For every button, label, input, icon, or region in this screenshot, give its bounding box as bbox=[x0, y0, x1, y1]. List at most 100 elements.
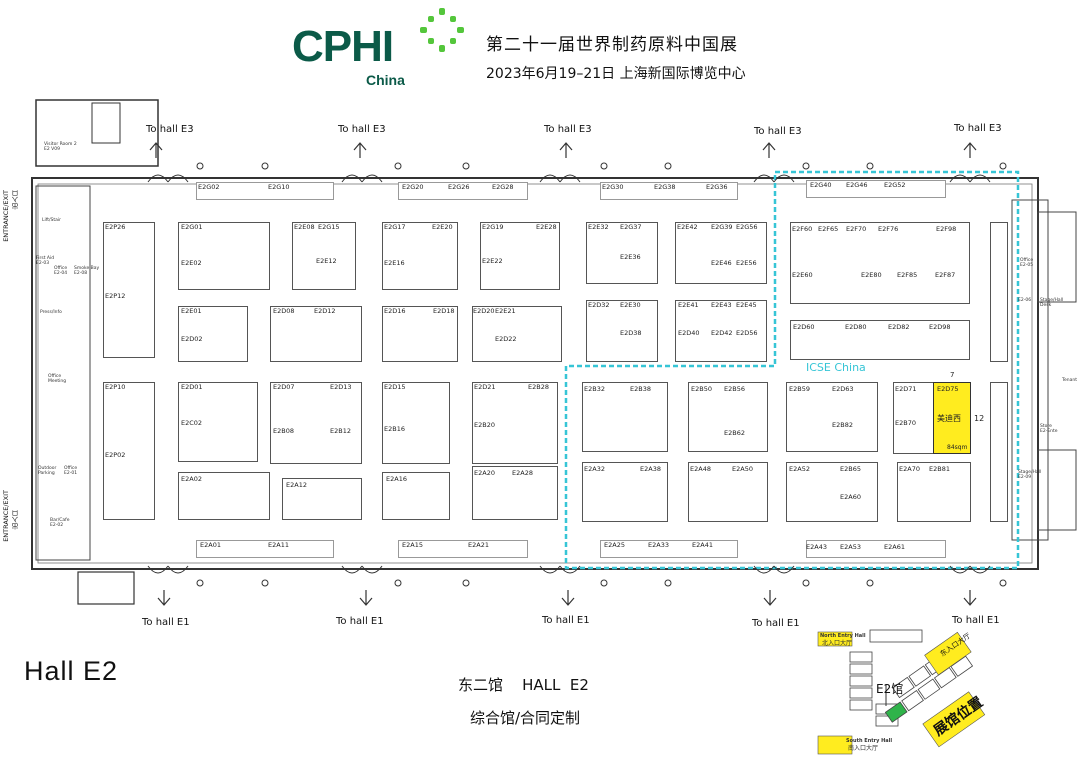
service-label: Bar/Cafe E2-02 bbox=[50, 518, 70, 528]
booth-label: E2A53 bbox=[840, 543, 861, 551]
booth-label: E2D21 bbox=[474, 383, 496, 391]
booth-label: E2A52 bbox=[789, 465, 810, 473]
service-label: Stage/Hall Desk bbox=[1040, 298, 1064, 308]
booth-label: E2P12 bbox=[105, 292, 126, 300]
booth-label: E2G30 bbox=[602, 183, 624, 191]
booth bbox=[270, 382, 362, 464]
booth-label: E2E12 bbox=[316, 257, 337, 265]
booth-label: E2F76 bbox=[878, 225, 899, 233]
to-hall-e1-label: To hall E1 bbox=[542, 615, 590, 626]
booth-label: E2G38 bbox=[654, 183, 676, 191]
booth-label: E2G52 bbox=[884, 181, 906, 189]
booth-label: E2D22 bbox=[495, 335, 517, 343]
booth-label: E2E20 bbox=[432, 223, 453, 231]
logo-cphi: CPHI bbox=[292, 22, 394, 71]
service-label: Office E2-01 bbox=[64, 466, 78, 476]
booth bbox=[990, 382, 1008, 522]
booth-label: E2B12 bbox=[330, 427, 351, 435]
booth bbox=[786, 462, 878, 522]
footer-category-line: 综合馆/合同定制 bbox=[470, 709, 581, 727]
booth-label: E2G17 bbox=[384, 223, 406, 231]
booth bbox=[675, 300, 767, 362]
booth-strip bbox=[196, 182, 334, 200]
booth bbox=[897, 462, 971, 522]
booth-strip bbox=[600, 540, 738, 558]
booth-label: E2D38 bbox=[620, 329, 642, 337]
booth-label: E2B20 bbox=[474, 421, 495, 429]
booth-label: E2A50 bbox=[732, 465, 753, 473]
booth-label: E2F60 bbox=[792, 225, 813, 233]
booth-label: E2E08 bbox=[294, 223, 315, 231]
booth-label: E2D18 bbox=[433, 307, 455, 315]
booth-label: E2G10 bbox=[268, 183, 290, 191]
booth-label: E2P10 bbox=[105, 383, 126, 391]
booth-label: E2B70 bbox=[895, 419, 916, 427]
booth-label: E2G02 bbox=[198, 183, 220, 191]
booth-label: E2B28 bbox=[528, 383, 549, 391]
entrance-exit-cn-label: 出入口 bbox=[12, 190, 20, 210]
booth-label: E2E22 bbox=[482, 257, 503, 265]
booth-label: E2E21 bbox=[495, 307, 516, 315]
booth-label: E2E28 bbox=[536, 223, 557, 231]
service-label: First Aid E2-03 bbox=[36, 256, 55, 266]
booth-label: E2D40 bbox=[678, 329, 700, 337]
booth-label: E2E32 bbox=[588, 223, 609, 231]
icse-zone-label: ICSE China bbox=[806, 361, 866, 374]
booth-label: E2B82 bbox=[832, 421, 853, 429]
booth-label: E2G28 bbox=[492, 183, 514, 191]
booth-label: E2A70 bbox=[899, 465, 920, 473]
booth bbox=[472, 306, 562, 362]
booth bbox=[472, 466, 558, 520]
booth-label: E2A33 bbox=[648, 541, 669, 549]
service-label: Lift/Stair bbox=[42, 218, 62, 223]
highlight-size: 84sqm bbox=[947, 444, 968, 451]
highlight-booth[interactable] bbox=[933, 382, 971, 454]
booth-label: E2D98 bbox=[929, 323, 951, 331]
booth bbox=[582, 382, 668, 452]
grid-row-label: 7 bbox=[950, 371, 955, 379]
booth bbox=[382, 306, 458, 362]
to-hall-e3-label: To hall E3 bbox=[754, 126, 802, 137]
booth-label: E2E56 bbox=[736, 259, 757, 267]
booth-label: E2E46 bbox=[711, 259, 732, 267]
booth bbox=[292, 222, 356, 290]
booth-label: E2A12 bbox=[286, 481, 307, 489]
booth bbox=[382, 472, 450, 520]
booth-label: E2D08 bbox=[273, 307, 295, 315]
booth-label: E2F85 bbox=[897, 271, 918, 279]
exhibition-date-venue: 2023年6月19–21日 上海新国际博览中心 bbox=[486, 66, 746, 82]
minimap-south-cn: 南入口大厅 bbox=[848, 745, 879, 752]
booth-label: E2B32 bbox=[584, 385, 605, 393]
minimap-north-cn: 北入口大厅 bbox=[822, 640, 853, 647]
footer-hall-line: 东二馆 HALL E2 bbox=[458, 676, 589, 694]
minimap-south-hall: South Entry Hall bbox=[846, 738, 893, 744]
booth-label: E2B38 bbox=[630, 385, 651, 393]
booth bbox=[270, 306, 362, 362]
highlight-company: 美迪西 bbox=[937, 414, 961, 423]
booth-label: E2D56 bbox=[736, 329, 758, 337]
logo-china: China bbox=[366, 72, 405, 88]
booth-label: E2A02 bbox=[181, 475, 202, 483]
booth-label: E2A32 bbox=[584, 465, 605, 473]
booth-strip bbox=[398, 540, 528, 558]
booth-label: E2E80 bbox=[861, 271, 882, 279]
booth-label: E2D15 bbox=[384, 383, 406, 391]
booth-label: E2G36 bbox=[706, 183, 728, 191]
booth-label: E2A25 bbox=[604, 541, 625, 549]
booth-label: E2E41 bbox=[678, 301, 699, 309]
booth-label: E2G56 bbox=[736, 223, 758, 231]
booth-label: E2D13 bbox=[330, 383, 352, 391]
service-label: Tenant bbox=[1062, 378, 1077, 383]
booth-label: E2A41 bbox=[692, 541, 713, 549]
booth-label: E2G39 bbox=[711, 223, 733, 231]
booth bbox=[582, 462, 668, 522]
minimap-north-hall: North Entry Hall bbox=[820, 633, 866, 639]
booth-label: E2B81 bbox=[929, 465, 950, 473]
booth-label: E2A43 bbox=[806, 543, 827, 551]
booth-label: E2F87 bbox=[935, 271, 956, 279]
booth-label: E2D32 bbox=[588, 301, 610, 309]
booth-label: E2A60 bbox=[840, 493, 861, 501]
booth-label: E2P26 bbox=[105, 223, 126, 231]
